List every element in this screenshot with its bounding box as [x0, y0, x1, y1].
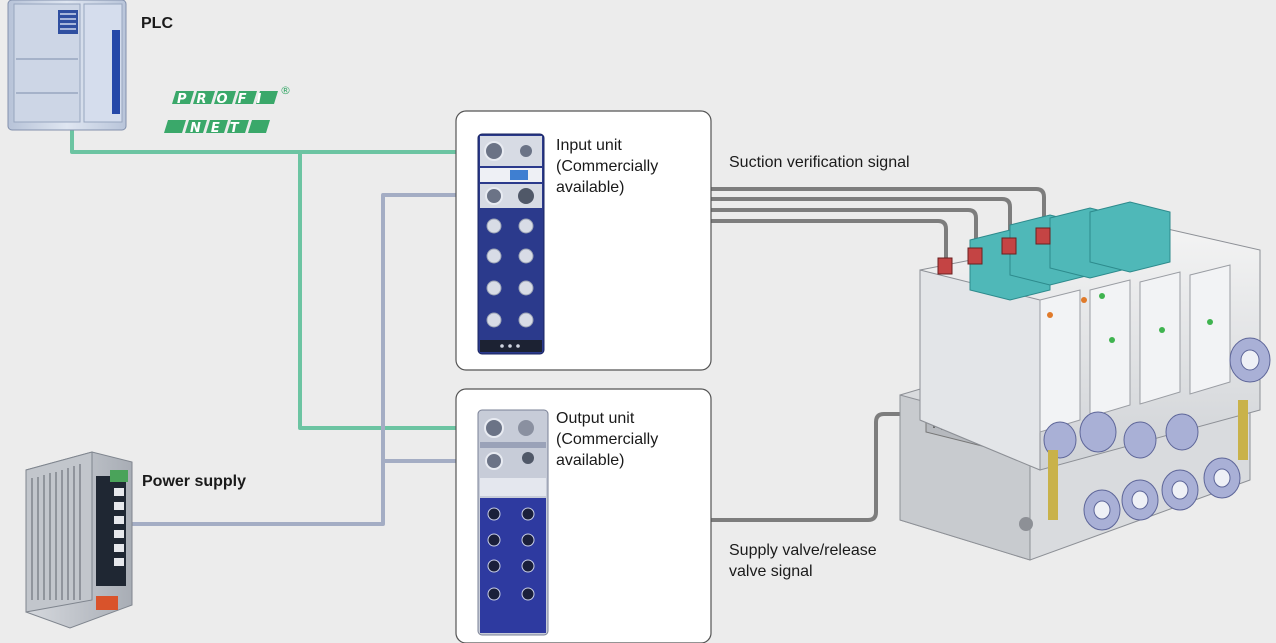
plc-icon: [7, 0, 127, 131]
power-supply-label: Power supply: [142, 473, 247, 490]
profinet-cables: [70, 110, 486, 430]
supply-release-valve-signal-label: Supply valve/release valve signal: [729, 540, 929, 582]
output-unit-label: Output unit (Commercially available): [556, 408, 706, 471]
power-supply-icon: [25, 451, 133, 629]
input-unit-line-1: Input unit: [556, 137, 622, 154]
plc-label: PLC: [141, 15, 173, 32]
input-unit-panel: [455, 110, 712, 371]
output-unit-line-3: available): [556, 452, 625, 469]
suction-verification-signal-label: Suction verification signal: [729, 154, 910, 171]
profinet-logo-top: PROFI: [177, 92, 271, 107]
supply-signal-cable: [710, 412, 926, 522]
suction-signal-cables: [710, 187, 1046, 262]
registered-mark: ®: [280, 84, 291, 97]
supply-signal-line-2: valve signal: [729, 563, 813, 580]
output-unit-line-2: (Commercially: [556, 431, 659, 448]
input-unit-label: Input unit (Commercially available): [556, 135, 706, 198]
input-unit-line-3: available): [556, 179, 625, 196]
profinet-logo-bottom: NET: [190, 121, 249, 136]
output-unit-panel: [455, 388, 712, 643]
valve-manifold-icon: [899, 201, 1271, 561]
profinet-logo: PROFI NET ®: [164, 84, 291, 136]
output-unit-line-1: Output unit: [556, 410, 635, 427]
input-unit-line-2: (Commercially: [556, 158, 659, 175]
supply-signal-line-1: Supply valve/release: [729, 542, 877, 559]
